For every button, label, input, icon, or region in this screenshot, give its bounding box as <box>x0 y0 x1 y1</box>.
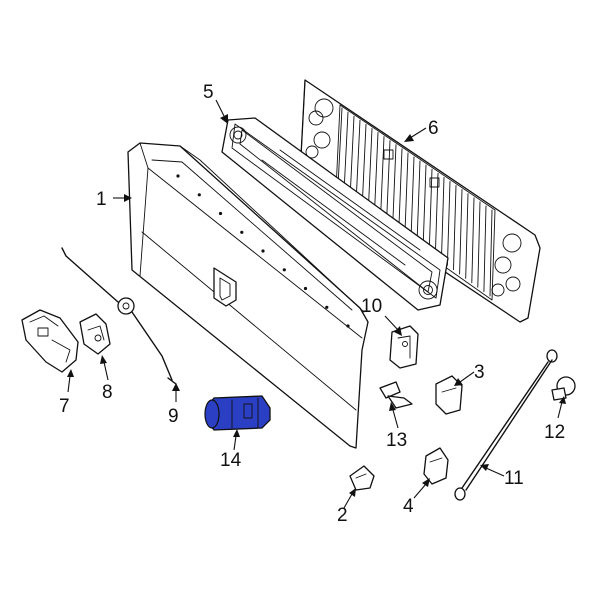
callout-leaders <box>67 99 566 509</box>
panel-rib <box>404 152 409 235</box>
panel-rib <box>477 201 481 288</box>
part-13-pivot-bolt[interactable] <box>379 381 413 409</box>
callout-9: 9 <box>168 406 179 427</box>
mounting-hole <box>218 211 223 216</box>
panel-rib <box>367 127 373 209</box>
panel-rib <box>343 111 349 191</box>
panel-rib <box>392 144 397 227</box>
mounting-hole <box>282 268 286 272</box>
part-7-handle[interactable] <box>21 309 79 373</box>
panel-rib <box>337 107 343 187</box>
panel-rib <box>374 132 379 213</box>
callout-1: 1 <box>96 189 107 210</box>
callout-5: 5 <box>203 82 214 103</box>
panel-rib <box>380 136 385 218</box>
part-8-bracket[interactable] <box>79 313 111 355</box>
part-9-latch-rod[interactable] <box>61 247 177 385</box>
callout-4: 4 <box>403 496 414 517</box>
mounting-hole <box>325 305 329 309</box>
part-11-support-cable[interactable] <box>454 349 558 501</box>
part-4-pivot-bracket[interactable] <box>423 447 449 485</box>
panel-rib <box>483 205 487 293</box>
callout-8: 8 <box>102 382 113 403</box>
part-2-bushing[interactable] <box>349 465 375 491</box>
panel-rib <box>416 160 421 244</box>
callout-13: 13 <box>386 430 407 451</box>
part-5-panel-frame[interactable] <box>221 117 449 311</box>
panel-rib <box>410 156 415 240</box>
callout-14: 14 <box>220 450 242 471</box>
panel-rib <box>398 148 403 231</box>
panel-rib <box>446 180 451 266</box>
callout-11: 11 <box>504 468 524 489</box>
part-12-cable-bolt[interactable] <box>551 376 576 401</box>
part-10-hinge[interactable] <box>389 325 419 369</box>
callout-10: 10 <box>361 296 382 317</box>
mounting-hole <box>240 230 244 234</box>
panel-rib <box>422 164 427 249</box>
mounting-hole <box>346 324 350 328</box>
panel-rib <box>465 193 469 279</box>
panel-rib <box>386 140 391 222</box>
mounting-hole <box>261 249 265 253</box>
panel-rib <box>361 123 367 205</box>
panel-rib <box>349 115 355 196</box>
part-14-lock-cylinder[interactable] <box>204 395 271 431</box>
panel-rib <box>355 119 361 200</box>
panel-rib <box>428 168 433 253</box>
callout-12: 12 <box>544 422 565 443</box>
part-1-tailgate-shell[interactable] <box>127 142 369 449</box>
panel-rib <box>440 176 445 262</box>
panel-rib <box>453 185 457 271</box>
callout-3: 3 <box>474 362 485 383</box>
panel-rib <box>489 209 493 297</box>
mounting-hole <box>197 193 201 197</box>
panel-rib <box>471 197 475 284</box>
callout-2: 2 <box>337 505 348 526</box>
part-6-inner-panel[interactable] <box>299 79 541 323</box>
callout-7: 7 <box>59 396 70 417</box>
panel-rib <box>459 189 463 275</box>
mounting-hole <box>176 174 180 178</box>
mounting-hole <box>303 286 308 291</box>
callout-labels: 1 2 3 4 5 6 7 8 9 10 11 12 13 14 <box>59 82 565 526</box>
callout-6: 6 <box>428 118 439 139</box>
